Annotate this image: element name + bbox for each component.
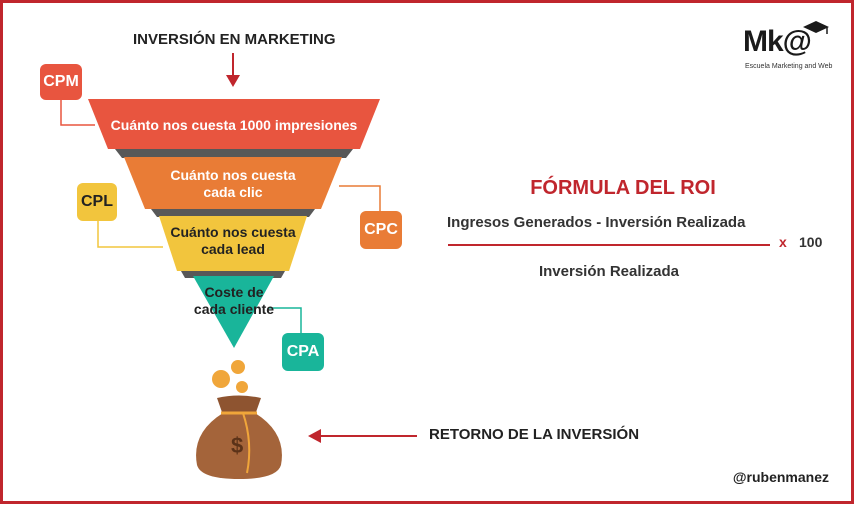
logo-subtitle: Escuela Marketing and Web [745,63,833,70]
top-arrow-head [226,75,240,87]
cpa-connector [268,307,302,333]
roi-multiplier: 100 [799,234,823,250]
funnel-tier-2-line1: Cuánto nos cuesta [170,167,296,183]
money-bag-icon [196,395,282,479]
logo-text: Mk@ [743,25,812,58]
coin-3 [236,381,248,393]
cpm-tag: CPM [40,64,82,100]
funnel-shadow-1 [115,149,353,158]
cpc-tag: CPC [360,211,402,249]
roi-fraction-line [448,244,770,246]
funnel-tier-3-label: Cuánto nos cuesta cada lead [168,224,298,258]
funnel-graphic [60,53,417,479]
roi-denominator: Inversión Realizada [538,263,680,280]
cpl-tag: CPL [77,183,117,221]
funnel-tier-4-line1: Coste de [204,284,264,300]
roi-title: FÓRMULA DEL ROI [530,177,716,199]
funnel-tier-3-line2: cada lead [201,241,265,257]
funnel-tier-2-label: Cuánto nos cuesta cada clic [143,167,323,201]
investment-label: INVERSIÓN EN MARKETING [133,31,336,48]
funnel-tier-1-label: Cuánto nos cuesta 1000 impresiones [110,117,358,133]
funnel-tier-4-shape [193,276,274,348]
funnel-tier-2-line2: cada clic [203,184,263,200]
author-handle: @rubenmanez [732,469,829,485]
coin-2 [212,370,230,388]
roi-numerator: Ingresos Generados - Inversión Realizada [447,214,746,231]
funnel-tier-4-line2: cada cliente [193,301,275,317]
return-label: RETORNO DE LA INVERSIÓN [429,426,640,443]
cpa-tag: CPA [282,333,324,371]
cpm-connector [60,98,95,126]
funnel-shadow-2 [151,209,315,217]
funnel-tier-3-shape [159,216,307,271]
funnel-tier-3-line1: Cuánto nos cuesta [170,224,296,240]
cpc-connector [339,185,381,213]
funnel-tier-4-label: Coste de cada cliente [188,284,280,318]
logo: Mk@ Escuela Marketing and Web [741,21,833,75]
dollar-sign: $ [231,433,244,458]
cpl-connector [97,221,163,248]
coin-1 [231,360,245,374]
graduation-cap-icon [803,21,829,34]
bottom-arrow-head [308,429,321,443]
funnel-tier-1-shape [88,99,380,149]
funnel-tier-2-shape [124,157,342,209]
roi-times: x [779,234,787,250]
